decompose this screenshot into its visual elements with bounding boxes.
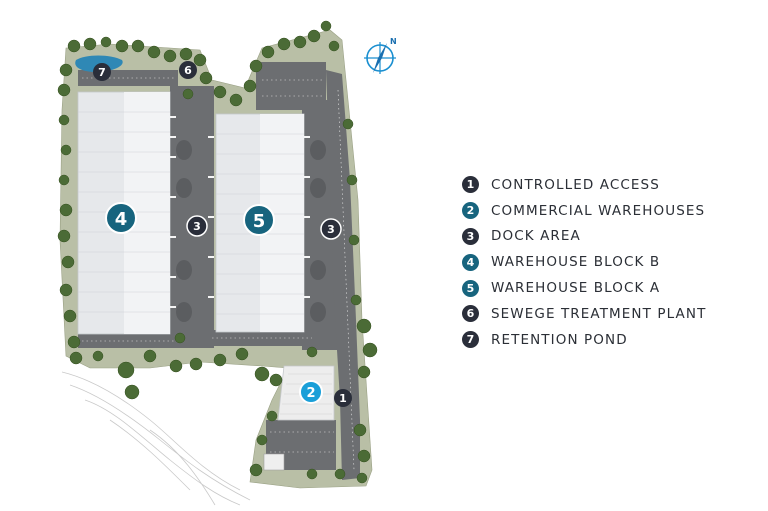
map-marker-commercial-warehouses: 2 xyxy=(299,380,323,404)
legend-label: RETENTION POND xyxy=(491,331,628,348)
legend-item-dock-area: 3 DOCK AREA xyxy=(462,224,762,250)
terrain-contours xyxy=(61,371,251,506)
legend-badge: 7 xyxy=(462,331,479,349)
svg-text:2: 2 xyxy=(306,386,315,401)
dock-doors xyxy=(170,116,310,308)
svg-text:3: 3 xyxy=(193,220,201,233)
legend-item-warehouse-block-a: 5 WAREHOUSE BLOCK A xyxy=(462,275,762,301)
map-marker-retention-pond: 7 xyxy=(93,63,111,81)
dock-yard-marks xyxy=(176,140,326,322)
map-marker-warehouse-a: 5 xyxy=(243,204,275,236)
svg-text:3: 3 xyxy=(327,223,335,236)
svg-text:4: 4 xyxy=(115,209,128,230)
gatehouse-building xyxy=(263,453,285,471)
legend-item-warehouse-block-b: 4 WAREHOUSE BLOCK B xyxy=(462,249,762,275)
legend-badge: 6 xyxy=(462,305,479,323)
legend-label: COMMERCIAL WAREHOUSES xyxy=(491,202,706,219)
map-marker-dock-area-right: 3 xyxy=(320,218,342,240)
svg-text:5: 5 xyxy=(253,211,266,232)
compass-rose-icon: N xyxy=(364,37,397,74)
legend-badge: 2 xyxy=(462,202,479,220)
legend-label: CONTROLLED ACCESS xyxy=(491,176,660,193)
legend-item-sewage-treatment-plant: 6 SEWEGE TREATMENT PLANT xyxy=(462,301,762,327)
svg-text:6: 6 xyxy=(184,64,192,77)
parking-stripes xyxy=(82,77,355,471)
legend-item-controlled-access: 1 CONTROLLED ACCESS xyxy=(462,172,762,198)
legend-label: DOCK AREA xyxy=(491,228,581,245)
legend-badge: 5 xyxy=(462,279,479,297)
legend-badge: 4 xyxy=(462,253,479,271)
map-legend: 1 CONTROLLED ACCESS 2 COMMERCIAL WAREHOU… xyxy=(462,172,762,353)
svg-text:7: 7 xyxy=(98,66,106,79)
map-marker-warehouse-b: 4 xyxy=(105,202,137,234)
map-marker-dock-area-left: 3 xyxy=(186,215,208,237)
asphalt-areas xyxy=(78,62,360,480)
legend-item-retention-pond: 7 RETENTION POND xyxy=(462,327,762,353)
legend-label: SEWEGE TREATMENT PLANT xyxy=(491,305,707,322)
legend-label: WAREHOUSE BLOCK B xyxy=(491,254,661,271)
site-plan-map: 7 6 4 5 3 3 2 1 xyxy=(57,20,378,506)
tree-canopy xyxy=(57,20,378,484)
map-marker-controlled-access: 1 xyxy=(334,389,352,407)
warehouse-block-b-roof xyxy=(77,91,171,335)
legend-badge: 3 xyxy=(462,227,479,245)
svg-text:1: 1 xyxy=(339,392,347,405)
legend-item-commercial-warehouses: 2 COMMERCIAL WAREHOUSES xyxy=(462,198,762,224)
map-marker-sewage-plant: 6 xyxy=(179,61,197,79)
compass-north-label: N xyxy=(390,37,397,46)
legend-badge: 1 xyxy=(462,176,479,194)
legend-label: WAREHOUSE BLOCK A xyxy=(491,280,661,297)
